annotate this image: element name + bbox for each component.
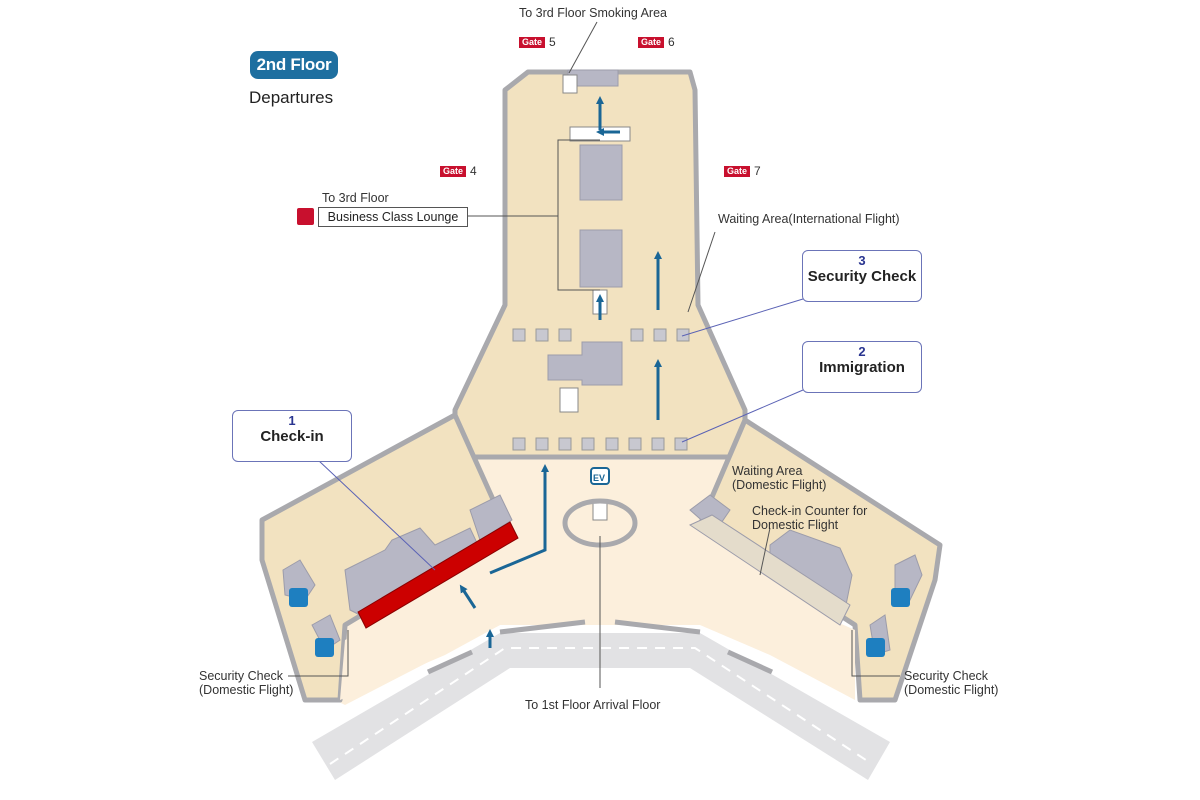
lounge-icon (297, 208, 314, 225)
gate-tag: Gate (638, 37, 665, 48)
business-lounge-label[interactable]: Business Class Lounge (318, 207, 468, 227)
domestic-counter-line2: Domestic Flight (752, 518, 839, 532)
direction-arrow-icon (459, 96, 662, 648)
to-third-floor-label: To 3rd Floor (322, 191, 389, 205)
waiting-area-dom-line1: Waiting Area (732, 464, 803, 478)
security-dom-right-label: Security Check(Domestic Flight) (904, 669, 998, 697)
elevator-icon (590, 467, 610, 485)
immigration-step-label: Immigration (819, 359, 905, 376)
waiting-area-dom-label: Waiting Area(Domestic Flight) (732, 464, 826, 492)
international-checkin-counter[interactable] (357, 521, 519, 629)
security-dom-right-line2: (Domestic Flight) (904, 683, 999, 697)
security-dom-left-line2: (Domestic Flight) (199, 683, 294, 697)
gate-number: 4 (470, 164, 477, 178)
security-dom-right-line1: Security Check (904, 669, 989, 683)
waiting-area-dom-line2: (Domestic Flight) (732, 478, 827, 492)
floor-badge: 2nd Floor (250, 51, 338, 79)
security-callout[interactable]: 3 Security Check (802, 250, 922, 302)
callout-lines (317, 298, 804, 571)
arrival-floor-label: To 1st Floor Arrival Floor (525, 698, 661, 712)
gate-tag: Gate (519, 37, 546, 48)
access-road (312, 633, 890, 780)
gate-number: 7 (754, 164, 761, 178)
elevator-label: EV (593, 473, 606, 483)
restroom-icon (289, 588, 910, 657)
domestic-counter-line1: Check-in Counter for (752, 504, 868, 518)
stairs-icon (559, 74, 631, 521)
immigration-callout[interactable]: 2 Immigration (802, 341, 922, 393)
leader-lines (288, 21, 900, 688)
security-dom-left-line1: Security Check (199, 669, 284, 683)
gate-number: 6 (668, 35, 675, 49)
immigration-gates (512, 437, 688, 451)
gate-number: 5 (549, 35, 556, 49)
checkin-step-number: 1 (288, 413, 296, 428)
checkin-step-label: Check-in (260, 428, 324, 445)
security-step-number: 3 (858, 253, 866, 268)
domestic-checkin-counter (688, 514, 851, 626)
security-dom-left-label: Security Check(Domestic Flight) (199, 669, 293, 697)
gate-tag: Gate (440, 166, 467, 177)
immigration-step-number: 2 (858, 344, 866, 359)
waiting-area-intl-label: Waiting Area(International Flight) (718, 212, 900, 226)
smoking-area-label: To 3rd Floor Smoking Area (519, 6, 667, 20)
gate-tag: Gate (724, 166, 751, 177)
checkin-callout[interactable]: 1 Check-in (232, 410, 352, 462)
security-gates (512, 328, 690, 342)
floor-subtitle: Departures (249, 88, 334, 107)
security-step-label: Security Check (807, 268, 917, 285)
